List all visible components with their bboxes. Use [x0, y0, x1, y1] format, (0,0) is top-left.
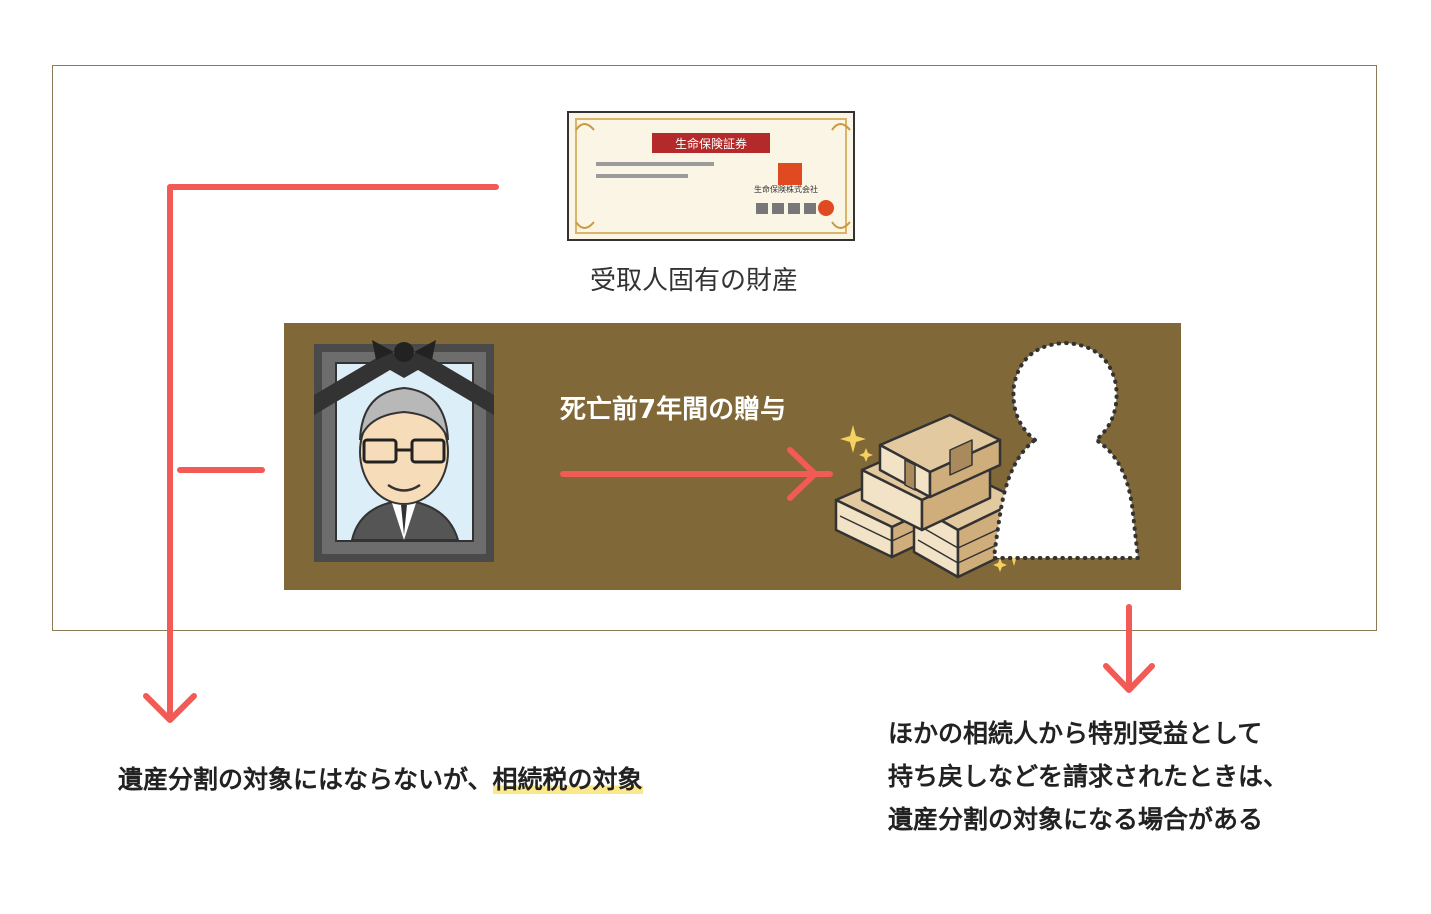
money-stack-icon: [834, 413, 1022, 579]
certificate-title: 生命保険証券: [675, 136, 747, 151]
left-branch-arrow: [143, 184, 499, 723]
inheritance-tax-highlight: 相続税の対象: [492, 765, 643, 794]
gift-arrow: [560, 447, 833, 501]
right-result-text: ほかの相続人から特別受益として 持ち戻しなどを請求されたときは、 遺産分割の対象…: [888, 712, 1288, 841]
heir-silhouette-icon: [991, 340, 1141, 560]
insurance-caption: 受取人固有の財産: [590, 266, 799, 296]
outer-frame: [52, 65, 1377, 631]
gift-caption: 死亡前7年間の贈与: [560, 395, 787, 425]
certificate-company: 生命保険株式会社: [754, 184, 818, 194]
left-result-prefix: 遺産分割の対象にはならないが、: [118, 765, 493, 794]
right-result-line: ほかの相続人から特別受益として: [888, 719, 1263, 748]
right-down-arrow: [1103, 604, 1155, 693]
right-result-line: 遺産分割の対象になる場合がある: [888, 805, 1264, 834]
left-result-text: 遺産分割の対象にはならないが、相続税の対象: [118, 760, 643, 796]
right-result-line: 持ち戻しなどを請求されたときは、: [888, 762, 1289, 791]
life-insurance-certificate-icon: 生命保険証券 生命保険株式会社: [567, 111, 855, 241]
memorial-portrait-icon: [314, 340, 494, 562]
